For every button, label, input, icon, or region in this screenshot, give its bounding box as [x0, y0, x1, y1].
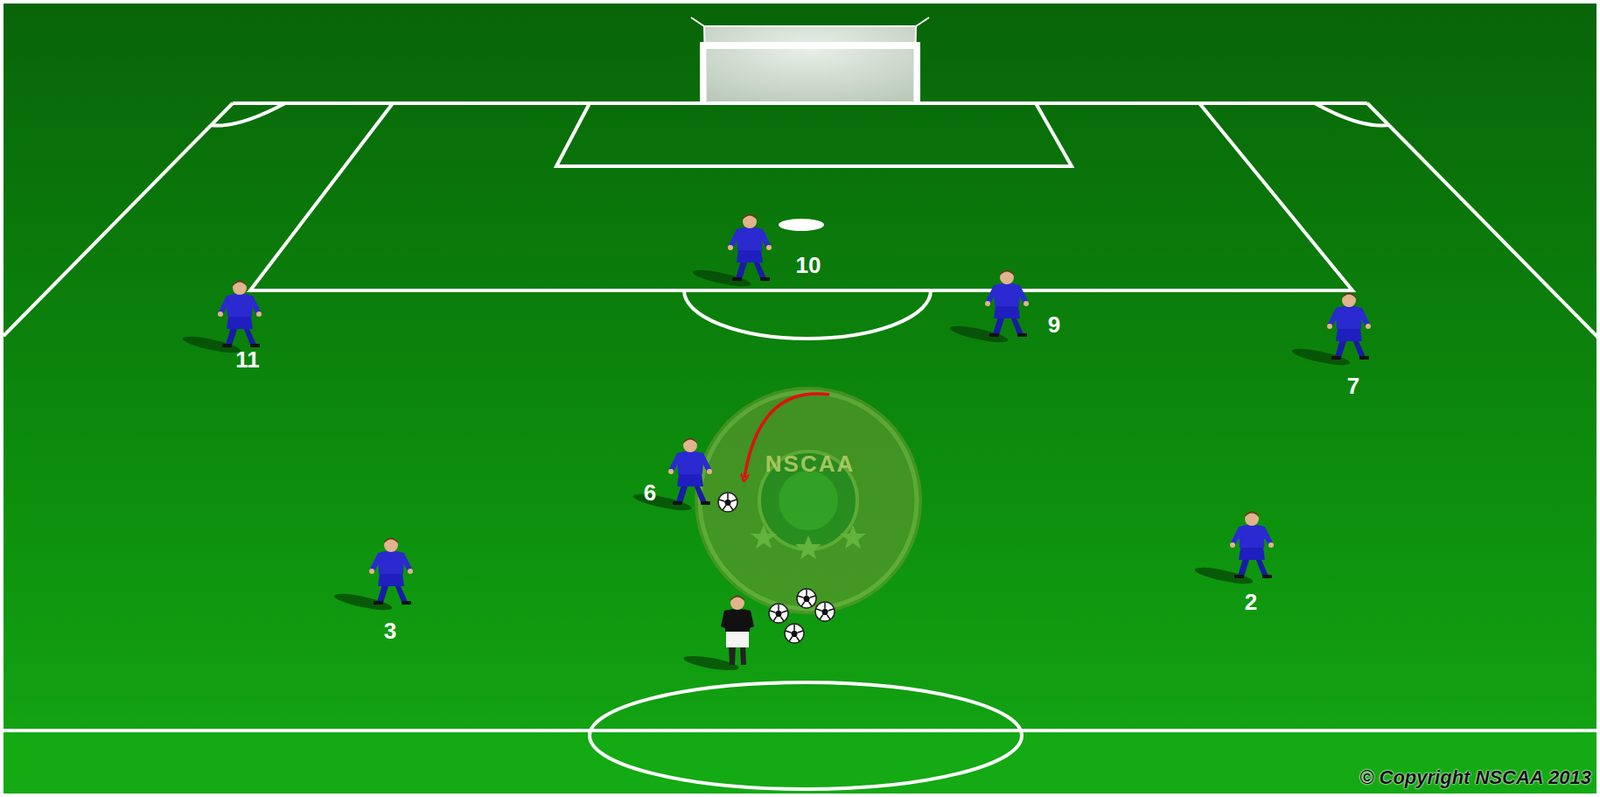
watermark-text: NSCAA: [765, 450, 855, 478]
ball: [768, 603, 789, 623]
callout-number: 6: [643, 479, 657, 507]
callout-number: 3: [384, 617, 397, 645]
callout-number: 10: [796, 251, 822, 280]
ball: [718, 492, 738, 512]
player-figure: [948, 270, 1029, 346]
goal: [691, 17, 930, 104]
penalty-spot: [778, 218, 825, 231]
ball: [796, 588, 817, 608]
ball: [784, 623, 804, 643]
ball: [815, 601, 835, 622]
watermark-logo: [694, 386, 923, 615]
player-figure: [691, 214, 772, 290]
player-figure: [332, 537, 413, 614]
copyright-note: © Copyright NSCAA 2013: [1359, 766, 1592, 790]
player-figure: [1193, 511, 1274, 587]
coach-figure: [682, 595, 755, 674]
player-figure: [181, 280, 262, 357]
callout-number: 2: [1244, 588, 1258, 616]
callout-number: 7: [1347, 372, 1360, 400]
callout-number: 9: [1048, 311, 1061, 339]
pitch-lines: [0, 103, 1600, 790]
player-figure: [1290, 293, 1371, 369]
player-figure: [631, 438, 713, 514]
callout-number: 11: [235, 346, 260, 374]
